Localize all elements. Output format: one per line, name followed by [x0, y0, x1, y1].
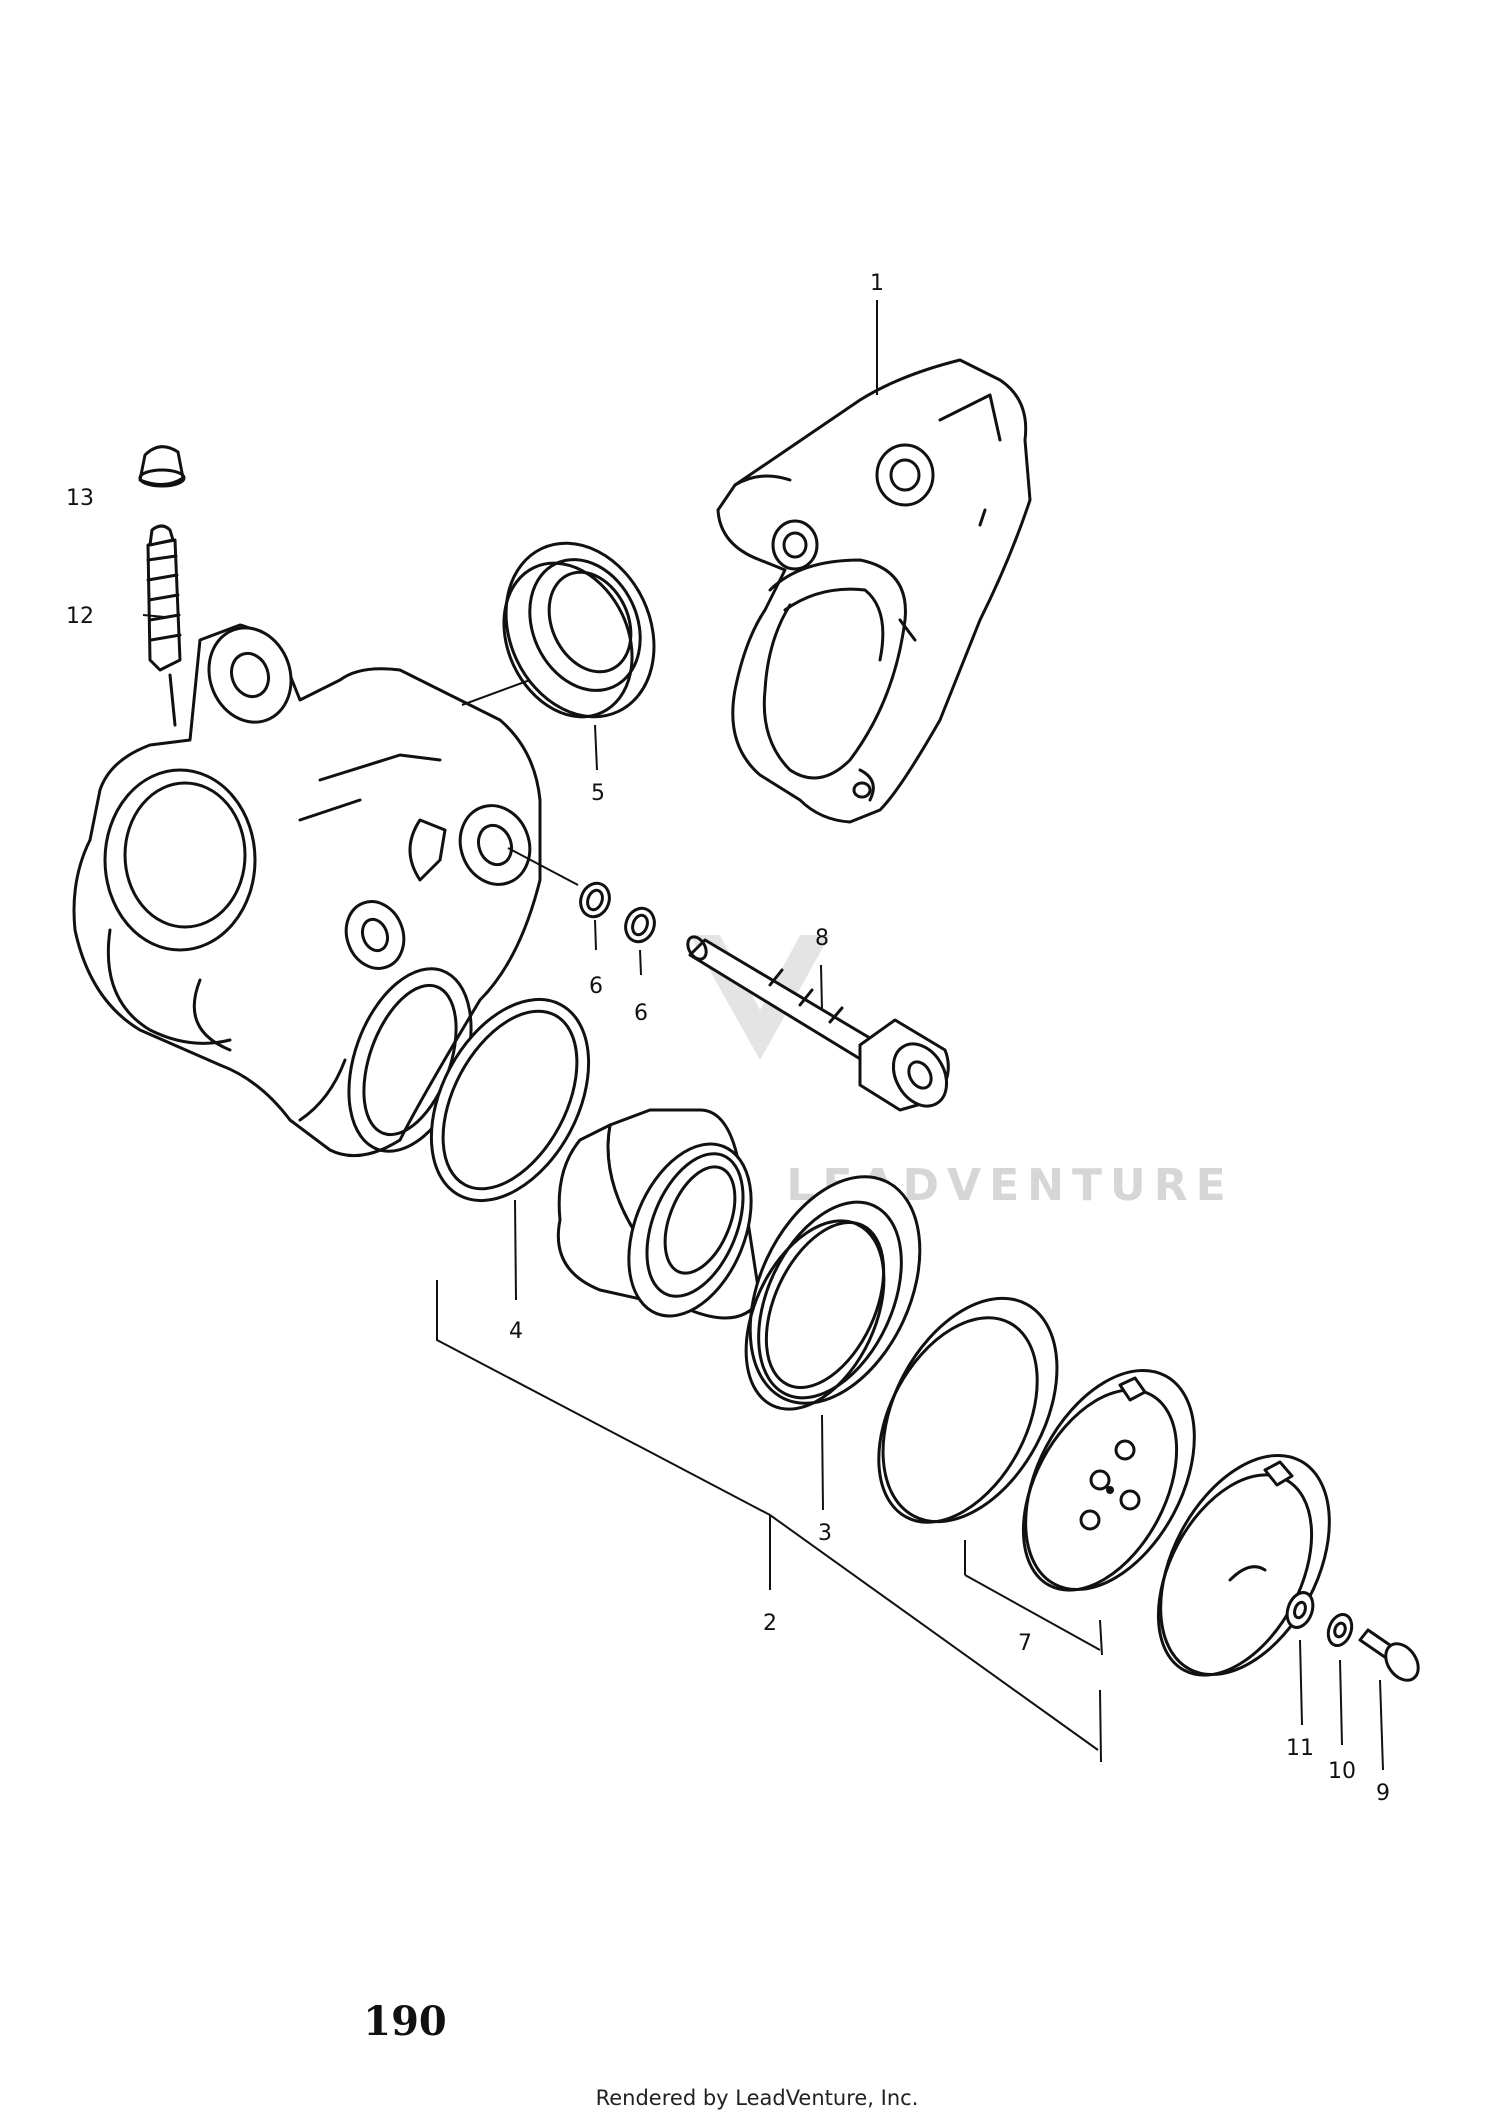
callout-2: 2 [763, 1611, 777, 1636]
callout-9: 9 [1376, 1781, 1390, 1806]
credit-line: Rendered by LeadVenture, Inc. [596, 2086, 919, 2110]
callout-13: 13 [66, 486, 94, 511]
part-6-o-rings [579, 881, 656, 944]
callout-3: 3 [818, 1521, 832, 1546]
callout-labels: 1 13 12 5 6 6 8 4 3 2 7 11 10 9 [66, 271, 1390, 1806]
callout-1: 1 [870, 271, 884, 296]
part-7-pad-set [877, 1296, 1196, 1592]
callout-11: 11 [1286, 1736, 1314, 1761]
callout-5: 5 [591, 781, 605, 806]
callout-12: 12 [66, 604, 94, 629]
callout-6a: 6 [589, 974, 603, 999]
part-4-piston-seal [429, 997, 591, 1203]
callout-7: 7 [1018, 1631, 1032, 1656]
callout-4: 4 [509, 1319, 523, 1344]
parts-9-10-11-fasteners [1285, 1591, 1420, 1682]
page-number: 190 [363, 1998, 447, 2045]
watermark: LEADVENTURE [690, 935, 1226, 1211]
part-3-dust-seal [744, 1175, 922, 1411]
callout-6b: 6 [634, 1001, 648, 1026]
leader-lines [142, 300, 1384, 1771]
part-1-caliper-holder [716, 358, 1032, 824]
part-13-bleeder-cap [138, 445, 186, 488]
part-12-bleeder-screw [146, 524, 182, 727]
callout-10: 10 [1328, 1759, 1356, 1784]
part-5-boot [502, 541, 656, 719]
part-8-bolt [686, 935, 950, 1112]
piston [556, 1108, 762, 1320]
callout-8: 8 [815, 926, 829, 951]
caliper-body [72, 623, 542, 1158]
